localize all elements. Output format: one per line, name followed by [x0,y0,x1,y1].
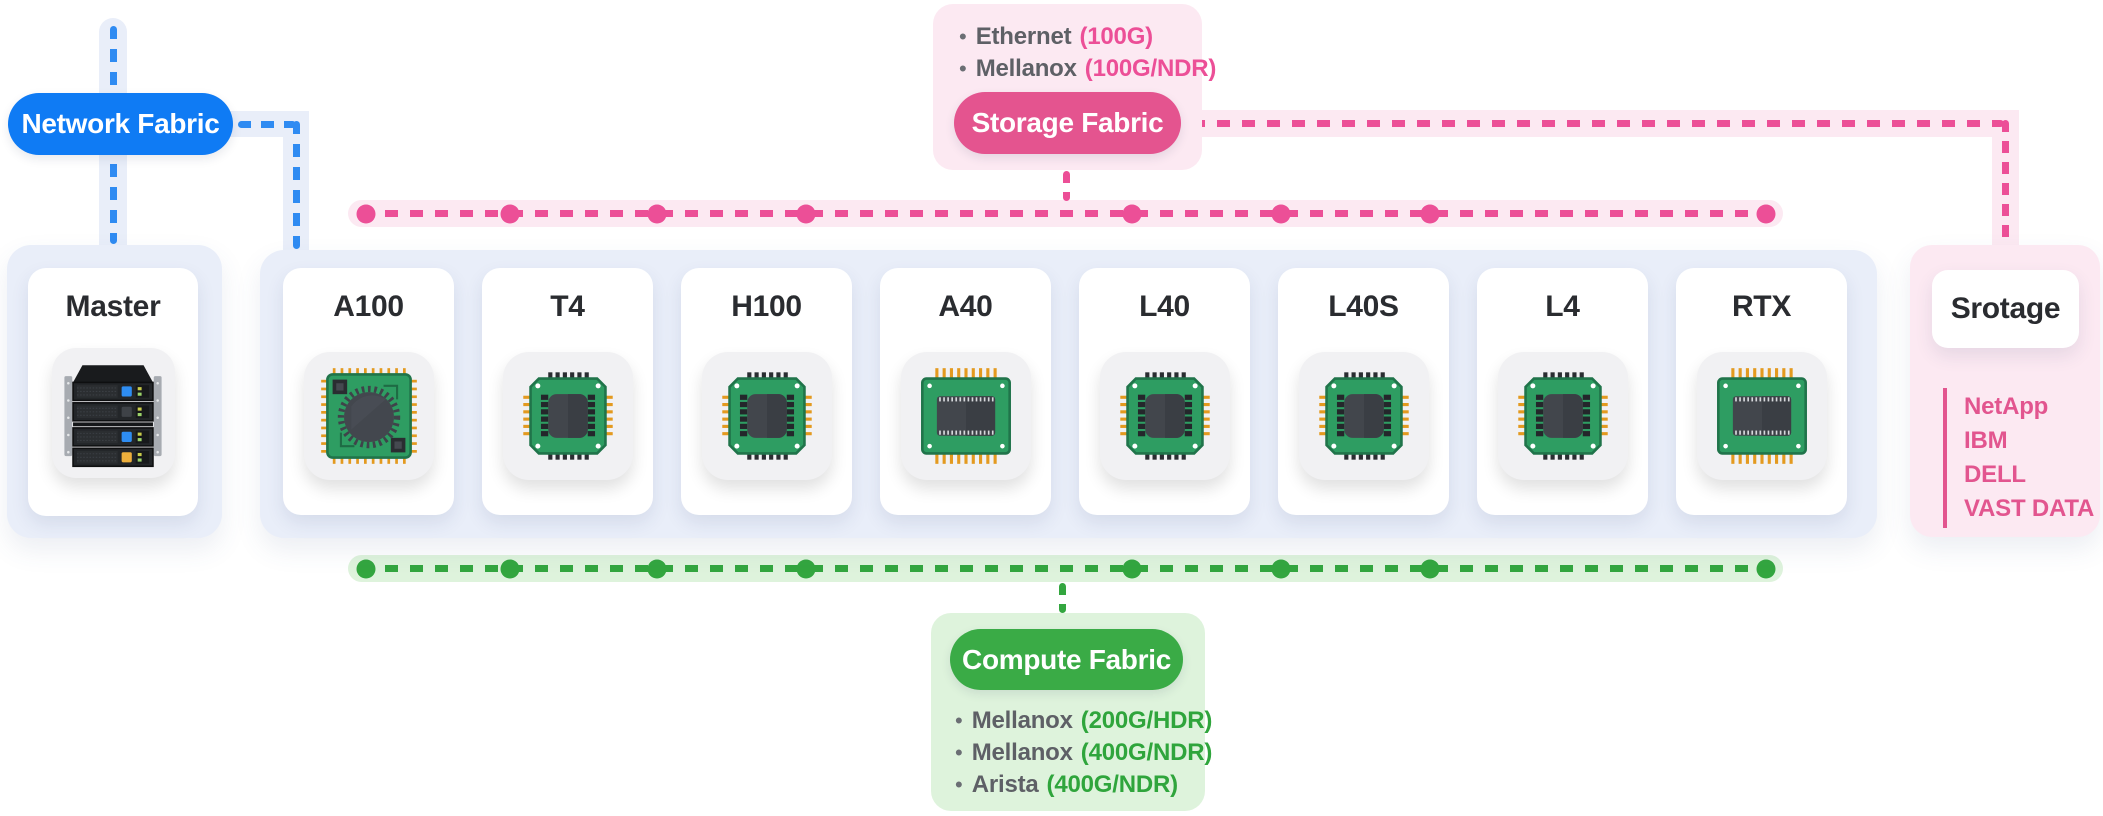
fabric-list-item: • Mellanox (100G/NDR) [957,53,1216,85]
gpu-chip-icon [1696,352,1827,480]
fabric-list-item: • Ethernet (100G) [957,21,1216,53]
bullet-icon: • [955,740,963,765]
storage-fabric-pill: Storage Fabric [954,92,1181,154]
gpu-rack-panel: A100 T4 H100 A40 [260,250,1877,538]
storage-bus-dot [647,204,667,223]
storage-bus-dot [1756,204,1776,223]
storage-array-card: Srotage [1932,270,2079,348]
network-fabric-pill: Network Fabric [8,93,233,155]
compute-bus-dot [1756,559,1776,578]
network-to-rack-dash-h [238,121,296,128]
gpu-chip-icon [303,352,434,480]
gpu-card-a40: A40 [880,268,1051,515]
fabric-spec-label: (400G/NDR) [1046,771,1179,798]
gpu-chip-icon [1497,352,1628,480]
server-rack-icon [51,348,175,478]
storage-bus-dot [1420,204,1440,223]
master-node-card: Master [28,268,198,516]
gpu-card-title: L40S [1328,290,1399,323]
bullet-icon: • [959,24,967,49]
gpu-card-h100: H100 [681,268,852,515]
gpu-card-title: L4 [1545,290,1580,323]
storage-bus-dot [356,204,376,223]
storage-vendor-item: NetApp [1964,393,2049,420]
storage-bus-dot [500,204,520,223]
gpu-card-a100: A100 [283,268,454,515]
gpu-card-rtx: RTX [1676,268,1847,515]
storage-bus-dash [360,210,1770,217]
bullet-icon: • [955,772,963,797]
gpu-card-title: L40 [1139,290,1190,323]
network-to-rack-dash-v [293,121,300,249]
storage-vendor-item: DELL [1964,461,2026,488]
fabric-spec-label: (400G/NDR) [1080,739,1213,766]
gpu-card-title: RTX [1731,290,1792,323]
compute-card-stub-dash [1059,583,1066,613]
compute-fabric-item-list: • Mellanox (200G/HDR) • Mellanox (400G/N… [953,705,1212,801]
fabric-vendor-label: Ethernet [975,23,1072,50]
fabric-list-item: • Arista (400G/NDR) [953,769,1212,801]
storage-vendor-item: VAST DATA [1964,495,2095,522]
storage-fabric-item-list: • Ethernet (100G) • Mellanox (100G/NDR) [957,21,1216,85]
fabric-spec-label: (100G) [1079,23,1153,50]
gpu-card-title: H100 [731,290,802,323]
bullet-icon: • [959,56,967,81]
gpu-chip-icon [1099,352,1230,480]
compute-bus-dot [1271,559,1291,578]
fabric-vendor-label: Arista [971,771,1039,798]
compute-bus-dot [647,559,667,578]
fabric-list-item: • Mellanox (200G/HDR) [953,705,1212,737]
compute-fabric-pill: Compute Fabric [950,629,1183,690]
gpu-card-title: A40 [938,290,993,323]
fabric-vendor-label: Mellanox [971,707,1073,734]
fabric-vendor-label: Mellanox [975,55,1077,82]
gpu-chip-icon [701,352,832,480]
master-node-panel: Master [7,245,222,538]
storage-to-array-dash-v [2002,120,2009,244]
gpu-chip-icon [502,352,633,480]
gpu-card-l40: L40 [1079,268,1250,515]
fabric-spec-label: (100G/NDR) [1084,55,1217,82]
storage-bus-dot [1271,204,1291,223]
storage-array-title: Srotage [1950,292,2061,325]
compute-fabric-card: Compute Fabric • Mellanox (200G/HDR) • M… [931,613,1212,811]
compute-bus-dot [796,559,816,578]
gpu-chip-icon [1298,352,1429,480]
storage-fabric-card: • Ethernet (100G) • Mellanox (100G/NDR) … [933,4,1216,170]
storage-bus-dot [796,204,816,223]
storage-bus-dot [1122,204,1142,223]
fabric-spec-label: (200G/HDR) [1080,707,1213,734]
fabric-vendor-label: Mellanox [971,739,1073,766]
gpu-card-row: A100 T4 H100 A40 [283,268,1847,515]
gpu-card-title: A100 [333,290,404,323]
storage-vendor-item: IBM [1964,427,2008,454]
compute-bus-dash [360,565,1770,572]
fabric-list-item: • Mellanox (400G/NDR) [953,737,1212,769]
compute-bus-dot [1122,559,1142,578]
gpu-card-t4: T4 [482,268,653,515]
bullet-icon: • [955,708,963,733]
storage-to-array-dash-h [1192,120,2004,127]
storage-card-stub-dash [1063,171,1070,201]
compute-bus-dot [356,559,376,578]
gpu-card-l4: L4 [1477,268,1648,515]
master-node-title: Master [65,290,161,323]
gpu-card-l40s: L40S [1278,268,1449,515]
gpu-card-title: T4 [550,290,585,323]
compute-bus-dot [1420,559,1440,578]
compute-bus-dot [500,559,520,578]
gpu-chip-icon [900,352,1031,480]
